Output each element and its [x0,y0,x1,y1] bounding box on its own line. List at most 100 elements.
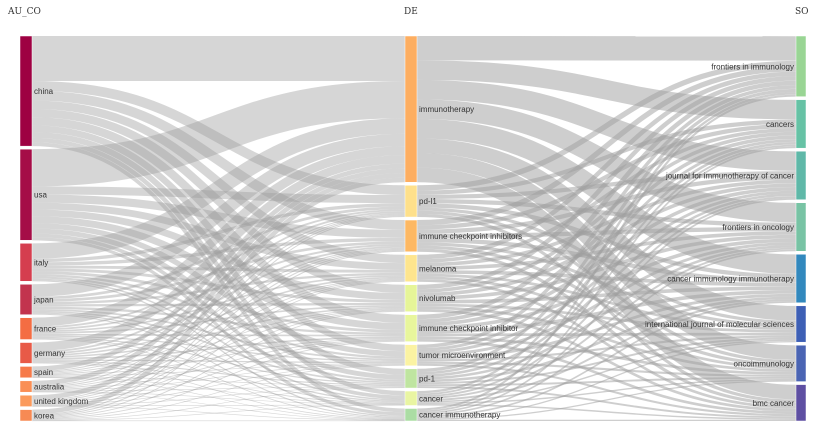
flow-germany-to-cancer-immunotherapy [31,362,406,420]
flow-cancer-to-bmc-cancer [416,404,797,420]
column-title-au-co: AU_CO [7,7,41,17]
node-melanoma [404,254,418,282]
flow-united-kingdom-to-immunotherapy [31,172,406,400]
label-australia: australia [34,383,65,392]
label-korea: korea [34,411,55,420]
flow-united-kingdom-to-immune-checkpoint-inhibitors [31,249,406,402]
flow-italy-to-tumor-microenvironment [31,274,406,359]
flow-italy-to-immune-checkpoint-inhibitor [31,271,406,333]
flow-china-to-immune-checkpoint-inhibitors [31,90,406,230]
flow-spain-to-tumor-microenvironment [31,363,406,377]
flow-nivolumab-to-frontiers-in-oncology [416,234,797,301]
flow-united-kingdom-to-cancer [31,404,406,407]
flow-australia-to-tumor-microenvironment [31,363,406,391]
label-oncoimmunology: oncoimmunology [734,359,794,368]
label-pd-l1: pd-l1 [419,197,437,206]
label-cancer-immunotherapy: cancer immunotherapy [419,411,500,420]
label-italy: italy [34,258,48,267]
node-cancers [795,99,807,149]
flow-pd-1-to-frontiers-in-immunology [416,88,797,373]
flow-melanoma-to-cancers [416,128,797,263]
flow-pd-l1-to-frontiers-in-immunology [416,60,797,191]
flow-pd-1-to-cancers [416,141,797,375]
flow-korea-to-immunotherapy [31,177,406,415]
flow-pd-l1-to-bmc-cancer [416,213,797,403]
node-tumor-microenvironment [404,344,418,367]
flow-immune-checkpoint-inhibitor-to-frontiers-in-immunology [416,80,797,320]
flow-france-to-cancer [31,337,406,403]
flow-italy-to-pd-1 [31,276,406,382]
flow-cancer-immunotherapy-to-oncoimmunology [416,380,797,420]
flow-france-to-immune-checkpoint-inhibitors [31,243,406,331]
label-france: france [34,325,57,334]
flow-germany-to-immune-checkpoint-inhibitor [31,336,406,360]
node-journal-for-immunotherapy-of-cancer [795,150,807,200]
node-bmc-cancer [795,384,807,422]
flow-cancer-immunotherapy-to-international-journal-of-molecular-sciences [416,340,797,419]
flow-australia-to-immunotherapy [31,168,406,386]
flow-china-to-melanoma [31,100,406,264]
flow-france-to-nivolumab [31,305,406,334]
flow-italy-to-pd-l1 [31,203,406,263]
flow-france-to-cancer-immunotherapy [31,338,406,419]
label-cancers: cancers [766,120,794,129]
flow-australia-to-cancer-immunotherapy [31,391,406,421]
flow-japan-to-immune-checkpoint-inhibitors [31,241,406,303]
flow-australia-to-immune-checkpoint-inhibitors [31,248,406,388]
flow-korea-to-pd-1 [31,387,406,421]
flow-australia-to-pd-1 [31,386,406,392]
flow-japan-to-cancer-immunotherapy [31,313,406,418]
flow-tumor-microenvironment-to-cancers [416,139,797,351]
flow-usa-to-immune-checkpoint-inhibitors [31,194,406,238]
node-cancer [404,390,418,406]
flow-germany-to-pd-l1 [31,211,406,353]
flow-cancer-to-frontiers-in-oncology [416,247,797,400]
flow-korea-to-melanoma [31,280,406,418]
label-frontiers-in-immunology: frontiers in immunology [711,62,794,71]
flow-pd-1-to-frontiers-in-oncology [416,245,797,380]
label-china: china [34,87,54,96]
node-united-kingdom [19,394,33,407]
label-germany: germany [34,349,65,358]
node-oncoimmunology [795,344,807,382]
flow-germany-to-melanoma [31,276,406,357]
flow-italy-to-nivolumab [31,268,406,303]
flow-spain-to-cancer-immunotherapy [31,377,406,420]
node-labels: chinausaitalyjapanfrancegermanyspainaust… [33,62,794,420]
label-united-kingdom: united kingdom [34,397,89,406]
flow-melanoma-to-bmc-cancer [416,279,797,409]
node-china [19,35,33,147]
label-pd-1: pd-1 [419,374,436,383]
flow-australia-to-immune-checkpoint-inhibitor [31,339,406,391]
flow-cancer-to-cancer-immunology-immunotherapy [416,299,797,402]
flow-italy-to-cancer [31,278,406,401]
flow-immune-checkpoint-inhibitor-to-international-journal-of-molecular-sciences [416,332,797,337]
flow-spain-to-pd-l1 [31,212,406,373]
flow-united-kingdom-to-pd-l1 [31,215,406,401]
flow-australia-to-pd-l1 [31,214,406,387]
flow-cancer-immunotherapy-to-frontiers-in-immunology [416,94,797,411]
label-melanoma: melanoma [419,264,457,273]
flow-cancer-immunotherapy-to-cancer-immunology-immunotherapy [416,301,797,418]
node-usa [19,148,33,241]
flow-japan-to-immune-checkpoint-inhibitor [31,306,406,335]
flow-united-kingdom-to-tumor-microenvironment [31,364,406,406]
flow-spain-to-immunotherapy [31,163,406,372]
flow-cancer-immunotherapy-to-cancers [416,146,797,413]
node-frontiers-in-oncology [795,202,807,252]
flow-cancer-to-journal-for-immunotherapy-of-cancer [416,196,797,398]
label-tumor-microenvironment: tumor microenvironment [419,351,506,360]
flow-japan-to-pd-1 [31,310,406,384]
flow-korea-to-immune-checkpoint-inhibitor [31,340,406,419]
flow-spain-to-melanoma [31,278,406,374]
flow-nivolumab-to-cancer-immunology-immunotherapy [416,286,797,304]
node-immunotherapy [404,35,418,183]
node-immune-checkpoint-inhibitor [404,314,418,342]
flow-cancer-to-cancers [416,144,797,396]
flow-spain-to-nivolumab [31,308,406,375]
flow-usa-to-cancer-immunotherapy [31,237,406,416]
flow-france-to-pd-l1 [31,209,406,329]
flow-pd-1-to-bmc-cancer [416,386,797,419]
flow-nivolumab-to-cancers [416,131,797,293]
flow-pd-1-to-journal-for-immunotherapy-of-cancer [416,193,797,378]
